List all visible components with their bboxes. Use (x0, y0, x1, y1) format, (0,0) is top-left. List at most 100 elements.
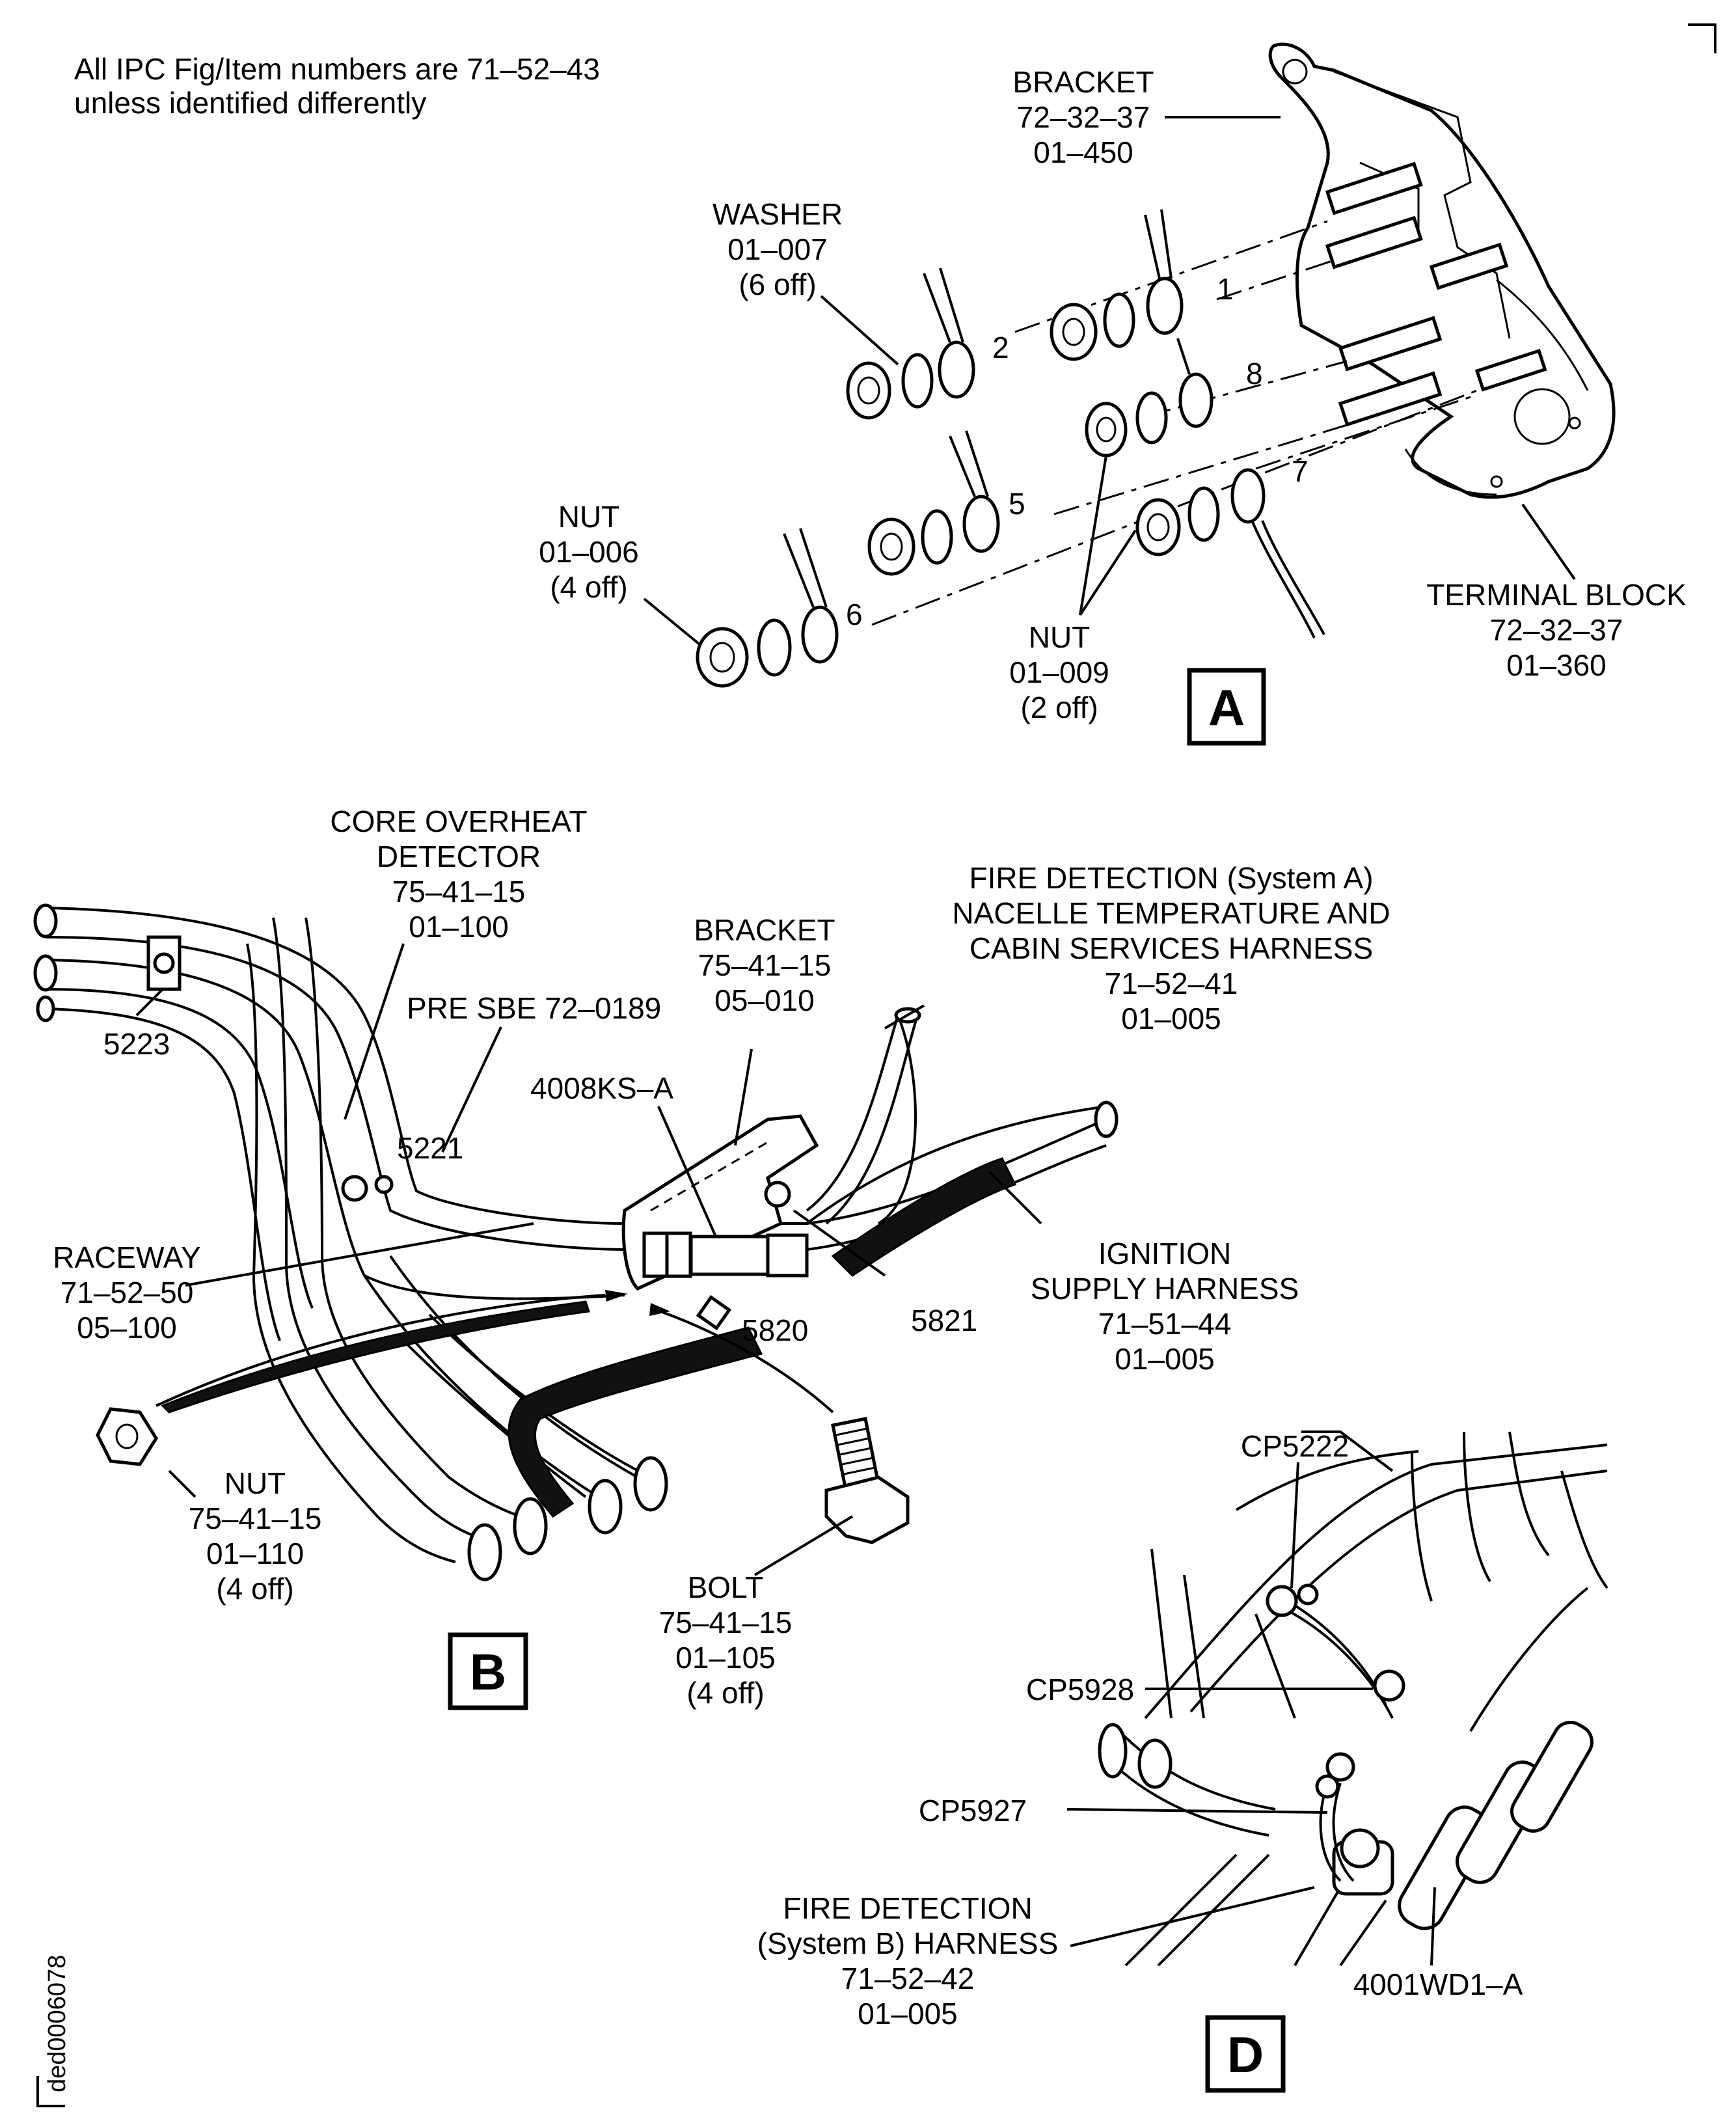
svg-text:(4 off): (4 off) (686, 1676, 764, 1710)
note-line-1: All IPC Fig/Item numbers are 71–52–43 (74, 52, 600, 86)
hardware-row-5 (867, 430, 1000, 576)
nut-b-label: NUT 75–41–15 01–110 (4 off) (189, 1466, 322, 1606)
washer-label: WASHER 01–007 (6 off) (712, 197, 843, 301)
connector-4001wd1-a-label: 4001WD1–A (1353, 1967, 1523, 2001)
svg-text:75–41–15: 75–41–15 (698, 948, 832, 982)
svg-text:01–007: 01–007 (727, 232, 828, 266)
view-a: 1 2 8 5 7 6 BRACKET 72–32–37 01–450 WASH… (539, 42, 1687, 746)
hardware-row-2 (846, 267, 975, 420)
view-d: CP5222 CP5928 CP5927 FIRE DETECTION (Sys… (757, 1429, 1608, 2093)
svg-text:FIRE DETECTION: FIRE DETECTION (783, 1891, 1032, 1925)
svg-text:(2 off): (2 off) (1020, 691, 1098, 724)
connector-4008ks-a (146, 935, 819, 1331)
terminal-1: 1 (1217, 272, 1234, 306)
general-note: All IPC Fig/Item numbers are 71–52–43 un… (74, 52, 600, 120)
svg-text:TERMINAL BLOCK: TERMINAL BLOCK (1426, 578, 1687, 612)
svg-text:01–005: 01–005 (1115, 1342, 1215, 1376)
view-b-tag: B (448, 1632, 528, 1710)
svg-text:72–32–37: 72–32–37 (1017, 100, 1150, 134)
bolt-label: BOLT 75–41–15 01–105 (4 off) (659, 1570, 793, 1710)
svg-text:NUT: NUT (1029, 620, 1091, 654)
svg-text:BOLT: BOLT (688, 1570, 764, 1604)
hardware-row-6 (696, 528, 839, 688)
svg-text:D: D (1227, 2026, 1264, 2083)
svg-text:NACELLE TEMPERATURE AND: NACELLE TEMPERATURE AND (952, 896, 1390, 930)
connector-4008ks-a-label: 4008KS–A (530, 1071, 673, 1105)
clamp-5221-label: 5221 (397, 1131, 463, 1165)
svg-text:01–110: 01–110 (206, 1537, 304, 1570)
svg-text:71–51–44: 71–51–44 (1098, 1307, 1232, 1341)
core-detector-label: CORE OVERHEAT DETECTOR 75–41–15 01–100 (330, 804, 587, 944)
bracket-b-label: BRACKET 75–41–15 05–010 (694, 913, 835, 1017)
nut-arrow (156, 1294, 606, 1407)
svg-text:B: B (470, 1643, 506, 1701)
svg-text:WASHER: WASHER (712, 197, 843, 231)
svg-text:01–005: 01–005 (858, 1997, 958, 2031)
fire-detection-b-label: FIRE DETECTION (System B) HARNESS 71–52–… (757, 1891, 1059, 2031)
svg-text:75–41–15: 75–41–15 (659, 1606, 793, 1639)
hardware-row-7 (1135, 468, 1325, 638)
nut-left-label: NUT 01–006 (4 off) (539, 500, 639, 604)
cp5928-label: CP5928 (1026, 1673, 1134, 1706)
terminal-5: 5 (1009, 487, 1025, 521)
ignition-label: IGNITION SUPPLY HARNESS 71–51–44 01–005 (1031, 1237, 1299, 1376)
view-d-structure (1098, 1430, 1608, 1967)
view-d-tag: D (1205, 2015, 1286, 2093)
terminal-studs (1325, 161, 1547, 427)
svg-text:(6 off): (6 off) (739, 267, 816, 301)
terminal-6: 6 (846, 597, 863, 631)
svg-text:(4 off): (4 off) (550, 570, 627, 604)
fire-detection-a-label: FIRE DETECTION (System A) NACELLE TEMPER… (952, 861, 1390, 1035)
svg-text:NUT: NUT (224, 1466, 286, 1500)
svg-text:01–100: 01–100 (409, 910, 509, 944)
nut-part (96, 1407, 158, 1466)
pre-sbe-label: PRE SBE 72–0189 (407, 991, 661, 1025)
svg-text:75–41–15: 75–41–15 (189, 1501, 322, 1535)
washer-leader (820, 295, 899, 366)
hardware-row-1 (1050, 209, 1184, 361)
svg-text:CORE OVERHEAT: CORE OVERHEAT (330, 804, 587, 838)
svg-text:01–105: 01–105 (675, 1641, 776, 1675)
terminal-block-label: TERMINAL BLOCK 72–32–37 01–360 (1426, 578, 1687, 682)
svg-text:A: A (1208, 679, 1245, 736)
clamp-5223-label: 5223 (103, 1027, 170, 1061)
svg-text:01–005: 01–005 (1121, 1002, 1221, 1035)
svg-text:BRACKET: BRACKET (1012, 65, 1154, 99)
svg-text:(4 off): (4 off) (216, 1572, 293, 1606)
svg-text:NUT: NUT (558, 500, 620, 534)
svg-text:IGNITION: IGNITION (1098, 1237, 1231, 1270)
corner-marks (36, 23, 1716, 2107)
nut-mid-leader-2 (1079, 529, 1137, 616)
terminal-7: 7 (1292, 454, 1309, 488)
svg-text:FIRE DETECTION (System A): FIRE DETECTION (System A) (969, 861, 1373, 895)
svg-text:05–010: 05–010 (714, 983, 815, 1017)
svg-text:BRACKET: BRACKET (694, 913, 835, 947)
svg-text:RACEWAY: RACEWAY (53, 1240, 200, 1274)
svg-text:71–52–42: 71–52–42 (841, 1962, 975, 1995)
svg-text:CABIN SERVICES HARNESS: CABIN SERVICES HARNESS (970, 931, 1373, 965)
svg-text:SUPPLY HARNESS: SUPPLY HARNESS (1031, 1272, 1299, 1306)
svg-text:01–006: 01–006 (539, 535, 639, 569)
nut-mid-label: NUT 01–009 (2 off) (1009, 620, 1109, 724)
nut-mid-leader-1 (1079, 455, 1107, 616)
bracket-label: BRACKET 72–32–37 01–450 (1012, 65, 1154, 169)
svg-text:75–41–15: 75–41–15 (392, 875, 526, 909)
svg-text:01–009: 01–009 (1009, 655, 1109, 689)
drawing-id: ded0006078 (44, 1955, 71, 2092)
view-d-wiring (1266, 1583, 1405, 1882)
svg-text:(System B) HARNESS: (System B) HARNESS (757, 1926, 1059, 1960)
bolt-part (650, 1307, 910, 1544)
clamp-5821-label: 5821 (911, 1304, 977, 1337)
svg-text:05–100: 05–100 (77, 1311, 177, 1345)
terminal-numbers: 1 2 8 5 7 6 (846, 272, 1309, 631)
svg-text:71–52–50: 71–52–50 (61, 1276, 194, 1309)
svg-text:72–32–37: 72–32–37 (1490, 613, 1623, 647)
svg-text:01–360: 01–360 (1506, 648, 1607, 682)
view-b: CORE OVERHEAT DETECTOR 75–41–15 01–100 P… (33, 804, 1390, 1710)
nut-arrowhead (605, 1290, 628, 1302)
nut-left-leader (643, 597, 701, 646)
detector-bottles (1332, 1721, 1594, 1930)
raceway-label: RACEWAY 71–52–50 05–100 (53, 1240, 200, 1345)
svg-text:DETECTOR: DETECTOR (377, 840, 541, 873)
